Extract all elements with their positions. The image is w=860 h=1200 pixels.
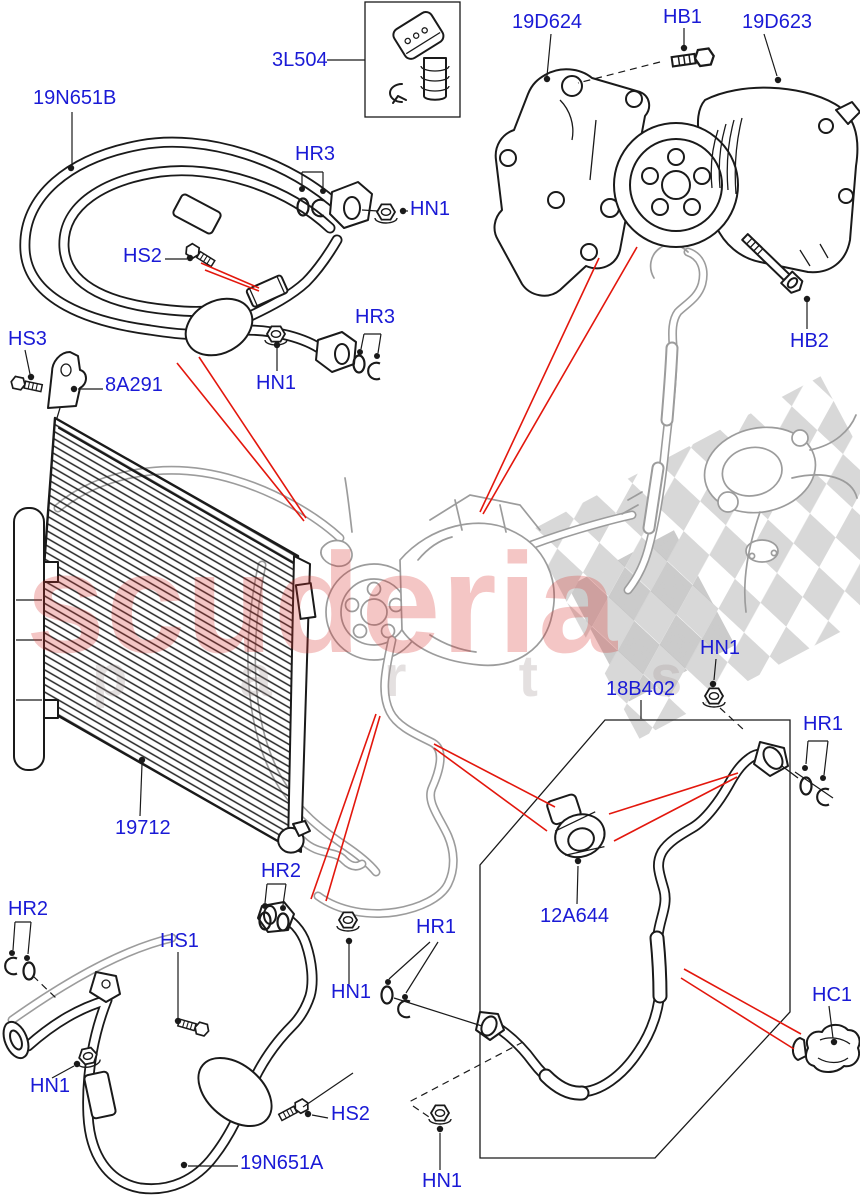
part-label-3L504[interactable]: 3L504 bbox=[272, 49, 328, 71]
part-label-HR1-b[interactable]: HR1 bbox=[416, 916, 457, 938]
nut-hn1a-icon bbox=[374, 203, 398, 224]
bolt-hb2-icon bbox=[741, 233, 804, 294]
condenser-drawing bbox=[13, 416, 317, 854]
clip-hr1b-icon bbox=[397, 999, 412, 1019]
nut-hn1f-icon bbox=[428, 1104, 452, 1125]
bracket-8a291-icon bbox=[47, 351, 87, 419]
part-label-19712[interactable]: 19712 bbox=[115, 817, 171, 839]
pipe-18b402-drawing bbox=[475, 741, 799, 1101]
part-label-HS2-b[interactable]: HS2 bbox=[331, 1103, 370, 1125]
watermark-subtext: p a r t s bbox=[92, 644, 730, 709]
part-label-18B402[interactable]: 18B402 bbox=[606, 678, 675, 700]
part-label-8A291[interactable]: 8A291 bbox=[105, 374, 163, 396]
part-label-19N651A[interactable]: 19N651A bbox=[240, 1152, 324, 1174]
sensor-12a644-drawing bbox=[546, 793, 606, 859]
oring-hr3b-icon bbox=[352, 354, 366, 374]
part-label-HN1-a[interactable]: HN1 bbox=[410, 198, 451, 220]
clip-hr3b-icon bbox=[367, 361, 382, 381]
leader-lines bbox=[9, 28, 838, 1170]
part-label-HR3-b[interactable]: HR3 bbox=[355, 306, 396, 328]
part-label-12A644[interactable]: 12A644 bbox=[540, 905, 609, 927]
part-label-HR1-a[interactable]: HR1 bbox=[803, 713, 844, 735]
alignment-dashed-lines bbox=[32, 61, 745, 1120]
part-label-HN1-d[interactable]: HN1 bbox=[331, 981, 372, 1003]
watermark-brand-text: scuderia bbox=[26, 524, 618, 683]
screw-hs3-icon bbox=[9, 374, 44, 395]
clip-hc1-drawing bbox=[792, 1024, 860, 1073]
part-label-HS1[interactable]: HS1 bbox=[160, 930, 199, 952]
screw-hs1-icon bbox=[176, 1015, 212, 1038]
part-label-HS2-a[interactable]: HS2 bbox=[123, 245, 162, 267]
oring-hr2b-icon bbox=[4, 956, 19, 976]
compressor-19d623-drawing bbox=[613, 86, 860, 274]
bracket-19d624-drawing bbox=[493, 68, 651, 297]
part-label-HN1-e[interactable]: HN1 bbox=[30, 1075, 71, 1097]
fasteners bbox=[4, 46, 834, 1125]
bolt-hb1-icon bbox=[669, 46, 716, 71]
part-label-HB2[interactable]: HB2 bbox=[790, 330, 829, 352]
part-label-19N651B[interactable]: 19N651B bbox=[33, 87, 117, 109]
screw-hs2b-icon bbox=[276, 1096, 312, 1124]
oring-hr1b-icon bbox=[380, 985, 394, 1005]
part-label-19D624[interactable]: 19D624 bbox=[512, 11, 583, 33]
part-label-HN1-c[interactable]: HN1 bbox=[700, 637, 741, 659]
ac-lines-reference-drawing bbox=[12, 243, 858, 1020]
brand-watermark: scuderia p a r t s bbox=[26, 524, 730, 709]
part-label-HN1-b[interactable]: HN1 bbox=[256, 372, 297, 394]
engine-reference-drawing bbox=[58, 470, 632, 872]
part-label-HB1[interactable]: HB1 bbox=[663, 6, 702, 28]
part-label-19D623[interactable]: 19D623 bbox=[742, 11, 813, 33]
part-label-HR3-a[interactable]: HR3 bbox=[295, 143, 336, 165]
checkered-flag-watermark bbox=[529, 376, 860, 739]
sensor-3l504-drawing bbox=[364, 1, 461, 118]
part-label-HC1[interactable]: HC1 bbox=[812, 984, 853, 1006]
part-label-HR2-b[interactable]: HR2 bbox=[8, 898, 49, 920]
kit-18b402-box bbox=[479, 719, 791, 1159]
part-label-HS3[interactable]: HS3 bbox=[8, 328, 47, 350]
oring-hr2b2-icon bbox=[22, 961, 36, 981]
red-locator-lines bbox=[176, 246, 802, 1050]
part-label-HN1-f[interactable]: HN1 bbox=[422, 1170, 463, 1192]
hose-19n651b-drawing bbox=[25, 142, 379, 373]
part-label-HR2-a[interactable]: HR2 bbox=[261, 860, 302, 882]
